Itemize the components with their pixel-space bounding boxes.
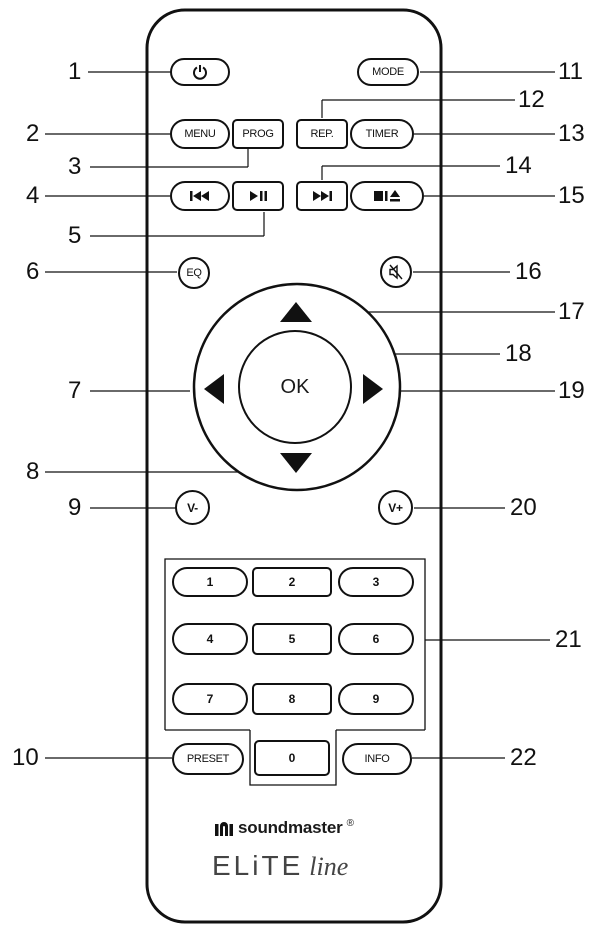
arrow-left-button[interactable] (202, 372, 226, 406)
arrow-down-icon (280, 453, 312, 473)
key-5-label: 5 (288, 632, 296, 646)
menu-label: MENU (184, 128, 216, 140)
key-6-label: 6 (372, 632, 380, 646)
skip-next-icon (313, 191, 332, 201)
volume-down-button[interactable]: V- (175, 490, 210, 525)
callout-2: 2 (26, 120, 40, 147)
callout-11: 11 (558, 58, 583, 85)
key-4-label: 4 (206, 632, 214, 646)
callout-20: 20 (510, 494, 537, 521)
callout-19: 19 (558, 377, 585, 404)
callout-16: 16 (515, 258, 542, 285)
callout-5: 5 (68, 222, 82, 249)
arrow-left-icon (204, 374, 224, 404)
previous-button[interactable] (170, 181, 230, 211)
power-icon (193, 65, 207, 80)
leader-lines (45, 71, 555, 759)
callout-18: 18 (505, 340, 532, 367)
speaker-logo-icon (215, 822, 233, 836)
stop-eject-icon (374, 190, 400, 202)
arrow-right-button[interactable] (361, 372, 385, 406)
callout-1: 1 (68, 58, 82, 85)
skip-previous-icon (190, 191, 209, 201)
mute-button[interactable] (380, 256, 412, 288)
repeat-label: REP. (310, 128, 334, 140)
registered-mark: ® (346, 817, 354, 829)
repeat-button[interactable]: REP. (296, 119, 348, 149)
play-pause-button[interactable] (232, 181, 284, 211)
volume-down-label: V- (187, 500, 198, 515)
callout-22: 22 (510, 744, 537, 771)
mode-button[interactable]: MODE (357, 58, 419, 86)
prog-label: PROG (242, 128, 274, 140)
menu-button[interactable]: MENU (170, 119, 230, 149)
arrow-up-icon (280, 302, 312, 322)
key-6-button[interactable]: 6 (338, 623, 414, 655)
callout-8: 8 (26, 458, 40, 485)
eq-button[interactable]: EQ (178, 257, 210, 289)
key-3-label: 3 (372, 575, 380, 589)
preset-label: PRESET (186, 753, 230, 765)
key-9-button[interactable]: 9 (338, 683, 414, 715)
arrow-down-button[interactable] (278, 451, 314, 475)
callout-13: 13 (558, 120, 585, 147)
callout-12: 12 (518, 86, 545, 113)
key-2-label: 2 (288, 575, 296, 589)
key-0-button[interactable]: 0 (254, 740, 330, 776)
prog-button[interactable]: PROG (232, 119, 284, 149)
key-9-label: 9 (372, 692, 380, 706)
arrow-right-icon (363, 374, 383, 404)
timer-button[interactable]: TIMER (350, 119, 414, 149)
callout-17: 17 (558, 298, 585, 325)
timer-label: TIMER (365, 128, 399, 140)
power-button[interactable] (170, 58, 230, 86)
key-2-button[interactable]: 2 (252, 567, 332, 597)
series-script: line (309, 852, 349, 881)
key-0-label: 0 (288, 751, 296, 765)
series-name: ELiTE (212, 850, 304, 881)
arrow-up-button[interactable] (278, 300, 314, 324)
key-4-button[interactable]: 4 (172, 623, 248, 655)
keypad-bracket-zero (249, 730, 337, 786)
mode-label: MODE (372, 66, 404, 78)
callout-7: 7 (68, 377, 82, 404)
next-button[interactable] (296, 181, 348, 211)
mute-icon (389, 264, 403, 280)
play-pause-icon (250, 191, 267, 201)
callout-6: 6 (26, 258, 40, 285)
keypad-bracket (164, 558, 426, 786)
callout-9: 9 (68, 494, 82, 521)
stop-eject-button[interactable] (350, 181, 424, 211)
keypad-bracket-upper (164, 558, 426, 730)
volume-up-button[interactable]: V+ (378, 490, 413, 525)
key-8-label: 8 (288, 692, 296, 706)
ok-label: OK (280, 375, 310, 398)
callout-21: 21 (555, 626, 582, 653)
eq-label: EQ (186, 267, 202, 279)
key-8-button[interactable]: 8 (252, 683, 332, 715)
brand-logo: soundmaster ® (214, 818, 354, 838)
key-7-button[interactable]: 7 (172, 683, 248, 715)
key-1-label: 1 (206, 575, 214, 589)
preset-button[interactable]: PRESET (172, 743, 244, 775)
key-3-button[interactable]: 3 (338, 567, 414, 597)
info-button[interactable]: INFO (342, 743, 412, 775)
callout-4: 4 (26, 182, 40, 209)
callout-15: 15 (558, 182, 585, 209)
key-7-label: 7 (206, 692, 214, 706)
callout-3: 3 (68, 153, 82, 180)
volume-up-label: V+ (388, 500, 403, 515)
info-label: INFO (364, 753, 390, 765)
ok-button[interactable]: OK (247, 345, 343, 429)
callout-14: 14 (505, 152, 532, 179)
ok-ring (238, 330, 352, 444)
brand-name: soundmaster (238, 818, 343, 837)
callout-10: 10 (12, 744, 39, 771)
key-5-button[interactable]: 5 (252, 623, 332, 655)
key-1-button[interactable]: 1 (172, 567, 248, 597)
series-logo: ELiTE line (212, 850, 348, 882)
